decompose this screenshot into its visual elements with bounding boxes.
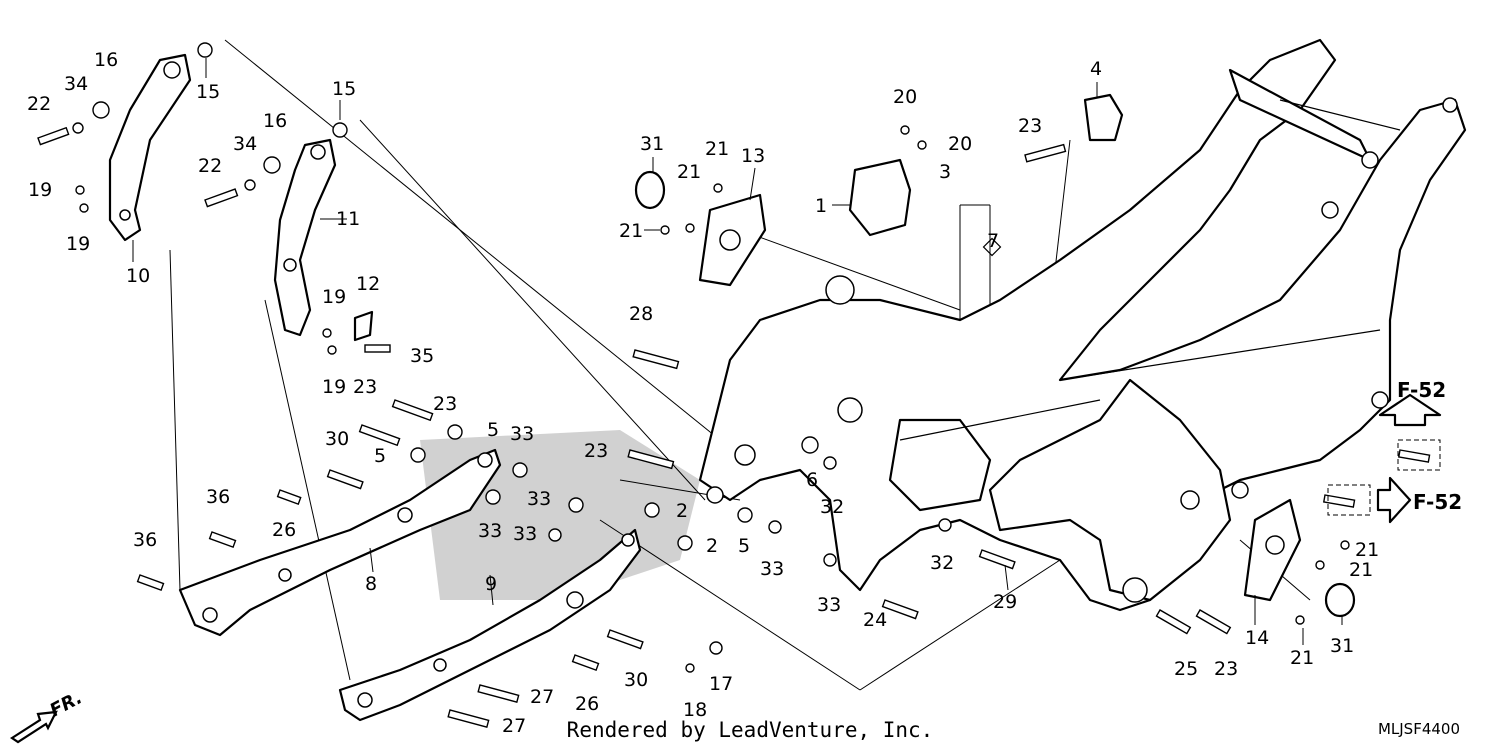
callout-15: 15	[196, 81, 220, 103]
callout-23: 23	[433, 393, 457, 415]
plate-part-14	[1243, 498, 1302, 602]
ring-part-31-right	[1324, 582, 1356, 618]
component-part-1	[848, 158, 912, 237]
component-part-4	[1083, 93, 1124, 142]
callout-21: 21	[1349, 559, 1373, 581]
arrow-shape-icon	[9, 710, 58, 744]
callout-30: 30	[325, 428, 349, 450]
callout-7: 7	[987, 230, 999, 252]
callout-33: 33	[760, 558, 784, 580]
callout-24: 24	[863, 609, 887, 631]
callout-34: 34	[233, 133, 257, 155]
callout-30: 30	[624, 669, 648, 691]
callout-33: 33	[478, 520, 502, 542]
callout-20: 20	[893, 86, 917, 108]
callout-14: 14	[1245, 627, 1269, 649]
bracket-part-10	[108, 53, 192, 242]
callout-13: 13	[741, 145, 765, 167]
callout-labels: 1 2 2 3 4 5 5 5 6 7 8 9 10 11 12 13 14 1…	[27, 49, 1379, 737]
callout-19: 19	[28, 179, 52, 201]
callout-35: 35	[410, 345, 434, 367]
callout-4: 4	[1090, 58, 1102, 80]
callout-28: 28	[629, 303, 653, 325]
callout-29: 29	[993, 591, 1017, 613]
marker-part-7	[982, 237, 1002, 257]
render-credit: Rendered by LeadVenture, Inc.	[566, 718, 934, 742]
callout-17: 17	[709, 673, 733, 695]
callout-27: 27	[530, 686, 554, 708]
callout-31: 31	[640, 133, 664, 155]
callout-19: 19	[66, 233, 90, 255]
callout-16: 16	[263, 110, 287, 132]
callout-21: 21	[619, 220, 643, 242]
callout-23: 23	[584, 440, 608, 462]
clip-part-12	[353, 310, 374, 342]
callout-19: 19	[322, 286, 346, 308]
callout-22: 22	[27, 93, 51, 115]
callout-34: 34	[64, 73, 88, 95]
bracket-part-11	[273, 138, 337, 337]
callout-36: 36	[133, 529, 157, 551]
callout-33: 33	[513, 523, 537, 545]
callout-21: 21	[1355, 539, 1379, 561]
reference-arrow-up: F-52	[1378, 378, 1446, 471]
callout-19: 19	[322, 376, 346, 398]
callout-20: 20	[948, 133, 972, 155]
callout-27: 27	[502, 715, 526, 737]
callout-5: 5	[487, 419, 499, 441]
diagram-code: MLJSF4400	[1377, 720, 1460, 738]
callout-23: 23	[1214, 658, 1238, 680]
callout-5: 5	[738, 535, 750, 557]
reference-label-right: F-52	[1413, 490, 1462, 514]
callout-23: 23	[353, 376, 377, 398]
callout-6: 6	[806, 469, 818, 491]
callout-21: 21	[705, 138, 729, 160]
callout-12: 12	[356, 273, 380, 295]
callout-23: 23	[1018, 115, 1042, 137]
reference-arrow-right: F-52	[1327, 476, 1462, 524]
callout-2: 2	[676, 500, 688, 522]
callout-21: 21	[1290, 647, 1314, 669]
callout-15: 15	[332, 78, 356, 100]
main-frame	[698, 38, 1467, 612]
callout-22: 22	[198, 155, 222, 177]
callout-5: 5	[374, 445, 386, 467]
callout-26: 26	[272, 519, 296, 541]
reference-label-upper: F-52	[1397, 378, 1446, 402]
side-rail-part-9	[338, 528, 642, 722]
shaded-area	[420, 430, 700, 600]
callout-3: 3	[939, 161, 951, 183]
callout-11: 11	[336, 208, 360, 230]
callout-36: 36	[206, 486, 230, 508]
callout-10: 10	[126, 265, 150, 287]
callout-31: 31	[1330, 635, 1354, 657]
callout-16: 16	[94, 49, 118, 71]
front-direction-arrow: FR.	[9, 690, 86, 744]
callout-32: 32	[820, 496, 844, 518]
ring-part-31-left	[634, 170, 666, 210]
callout-25: 25	[1174, 658, 1198, 680]
callout-33: 33	[527, 488, 551, 510]
plate-part-13	[698, 193, 767, 287]
callout-32: 32	[930, 552, 954, 574]
callout-2: 2	[706, 535, 718, 557]
callout-26: 26	[575, 693, 599, 715]
callout-1: 1	[815, 195, 827, 217]
callout-21: 21	[677, 161, 701, 183]
callout-33: 33	[510, 423, 534, 445]
callout-ticks	[132, 58, 1343, 645]
fastener-bolts	[37, 42, 1431, 728]
side-rail-part-8	[178, 448, 502, 637]
callout-33: 33	[817, 594, 841, 616]
callout-18: 18	[683, 699, 707, 721]
callout-8: 8	[365, 573, 377, 595]
